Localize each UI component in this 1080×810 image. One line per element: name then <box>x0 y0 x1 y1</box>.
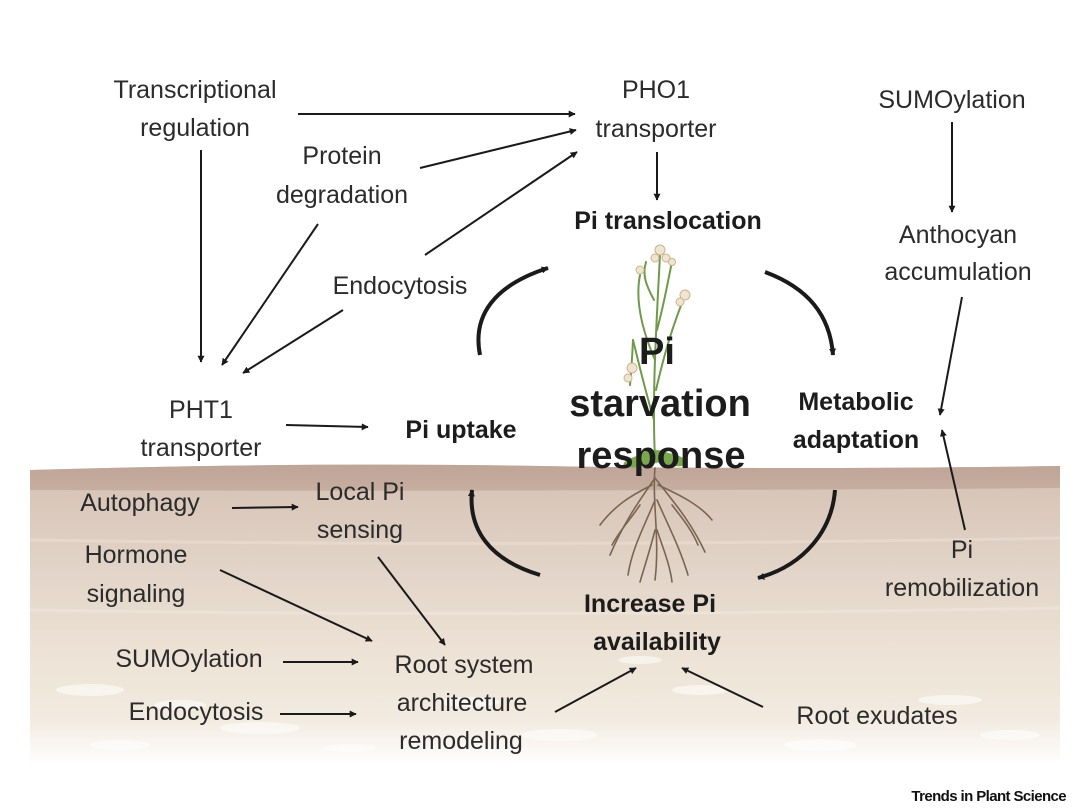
cycle-arrow-translocation-to-metabolic <box>764 270 837 356</box>
arrow-hormone-to-root-system <box>219 569 373 642</box>
arrow-root-system-to-availability <box>554 667 637 713</box>
local-pi-sensing-label-1: Local Pi <box>316 478 405 506</box>
arrow-protein-degradation-to-pho1 <box>419 128 577 169</box>
cycle-arrow-uptake-to-translocation <box>476 266 549 356</box>
arrow-anthocyan-to-metabolic <box>937 296 963 416</box>
endocytosis-top-label: Endocytosis <box>333 272 468 300</box>
cycle-arrow-metabolic-to-availability <box>757 489 837 580</box>
arrow-remobilization-to-metabolic <box>940 429 966 531</box>
root-exudates-label: Root exudates <box>796 702 957 730</box>
endocytosis-bottom-label: Endocytosis <box>129 698 264 726</box>
anthocyan-accumulation-label-2: accumulation <box>884 258 1031 286</box>
cycle-arrow-availability-to-uptake <box>467 489 541 577</box>
protein-degradation-label-2: degradation <box>276 181 408 209</box>
transcriptional-regulation-label-2: regulation <box>140 114 250 142</box>
increase-pi-availability-label-1: Increase Pi <box>584 590 716 618</box>
arrow-autophagy-to-local-sensing <box>231 503 299 511</box>
soil-layers <box>29 464 1061 765</box>
center-title-line-1: Pi <box>639 331 675 373</box>
pi-uptake-label: Pi uptake <box>405 416 516 444</box>
autophagy-label: Autophagy <box>80 489 200 517</box>
center-title-line-3: response <box>577 435 746 477</box>
center-title: Pi starvation response <box>569 331 751 477</box>
pho1-transporter-label-2: transporter <box>596 115 717 143</box>
hormone-signaling-label-2: signaling <box>87 580 186 608</box>
center-title-line-2: starvation <box>569 383 751 425</box>
pi-remobilization-label-1: Pi <box>951 536 973 564</box>
plant-flowers <box>623 244 691 383</box>
root-system-label-2: architecture <box>397 689 528 717</box>
increase-pi-availability-label-2: availability <box>593 628 721 656</box>
arrow-endocytosis-to-pht1 <box>242 309 344 374</box>
metabolic-adaptation-label-2: adaptation <box>793 426 919 454</box>
plant-illustration <box>599 244 713 583</box>
root-system-label-3: remodeling <box>399 727 523 755</box>
pi-remobilization-label-2: remobilization <box>885 574 1039 602</box>
pho1-transporter-label-1: PHO1 <box>622 76 690 104</box>
arrow-exudates-to-availability <box>681 667 764 708</box>
journal-credit: Trends in Plant Science <box>911 788 1066 805</box>
arrow-endocytosis-to-pho1 <box>424 151 578 256</box>
pht1-transporter-label-2: transporter <box>141 434 262 462</box>
metabolic-adaptation-label-1: Metabolic <box>798 388 913 416</box>
pht1-transporter-label-1: PHT1 <box>169 396 233 424</box>
local-pi-sensing-label-2: sensing <box>317 516 403 544</box>
arrow-local-sensing-to-root-system <box>377 556 446 646</box>
plant-roots <box>599 467 713 583</box>
regulation-arrows <box>197 110 966 718</box>
anthocyan-accumulation-label-1: Anthocyan <box>899 221 1017 249</box>
pi-translocation-label: Pi translocation <box>574 207 762 235</box>
arrow-pht1-to-uptake <box>285 423 369 431</box>
hormone-signaling-label-1: Hormone <box>85 541 188 569</box>
sumoylation-top-label: SUMOylation <box>878 86 1025 114</box>
transcriptional-regulation-label-1: Transcriptional <box>113 76 276 104</box>
arrow-protein-degradation-to-pht1 <box>221 223 319 366</box>
sumoylation-bottom-label: SUMOylation <box>115 645 262 673</box>
protein-degradation-label-1: Protein <box>302 142 381 170</box>
root-system-label-1: Root system <box>395 651 534 679</box>
cycle-arrows <box>467 266 837 580</box>
